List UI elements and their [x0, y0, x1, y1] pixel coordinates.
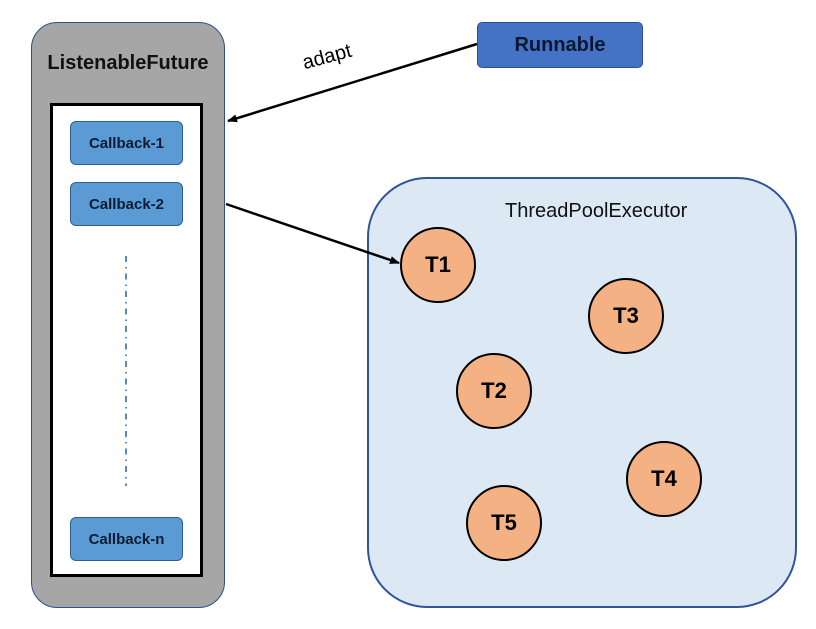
submit-arrow: [225, 202, 400, 265]
thread-t5: T5: [466, 485, 542, 561]
callback-1-box: Callback-1: [70, 121, 183, 165]
runnable-box: Runnable: [477, 22, 643, 68]
thread-t3: T3: [588, 278, 664, 354]
thread-t4: T4: [626, 441, 702, 517]
adapt-arrow: [227, 42, 478, 123]
listenable-future-title: ListenableFuture: [47, 52, 209, 74]
thread-t1: T1: [400, 227, 476, 303]
thread-pool-executor-title: ThreadPoolExecutor: [505, 200, 688, 222]
thread-t2: T2: [456, 353, 532, 429]
callback-2-box: Callback-2: [70, 182, 183, 226]
callback-n-box: Callback-n: [70, 517, 183, 561]
